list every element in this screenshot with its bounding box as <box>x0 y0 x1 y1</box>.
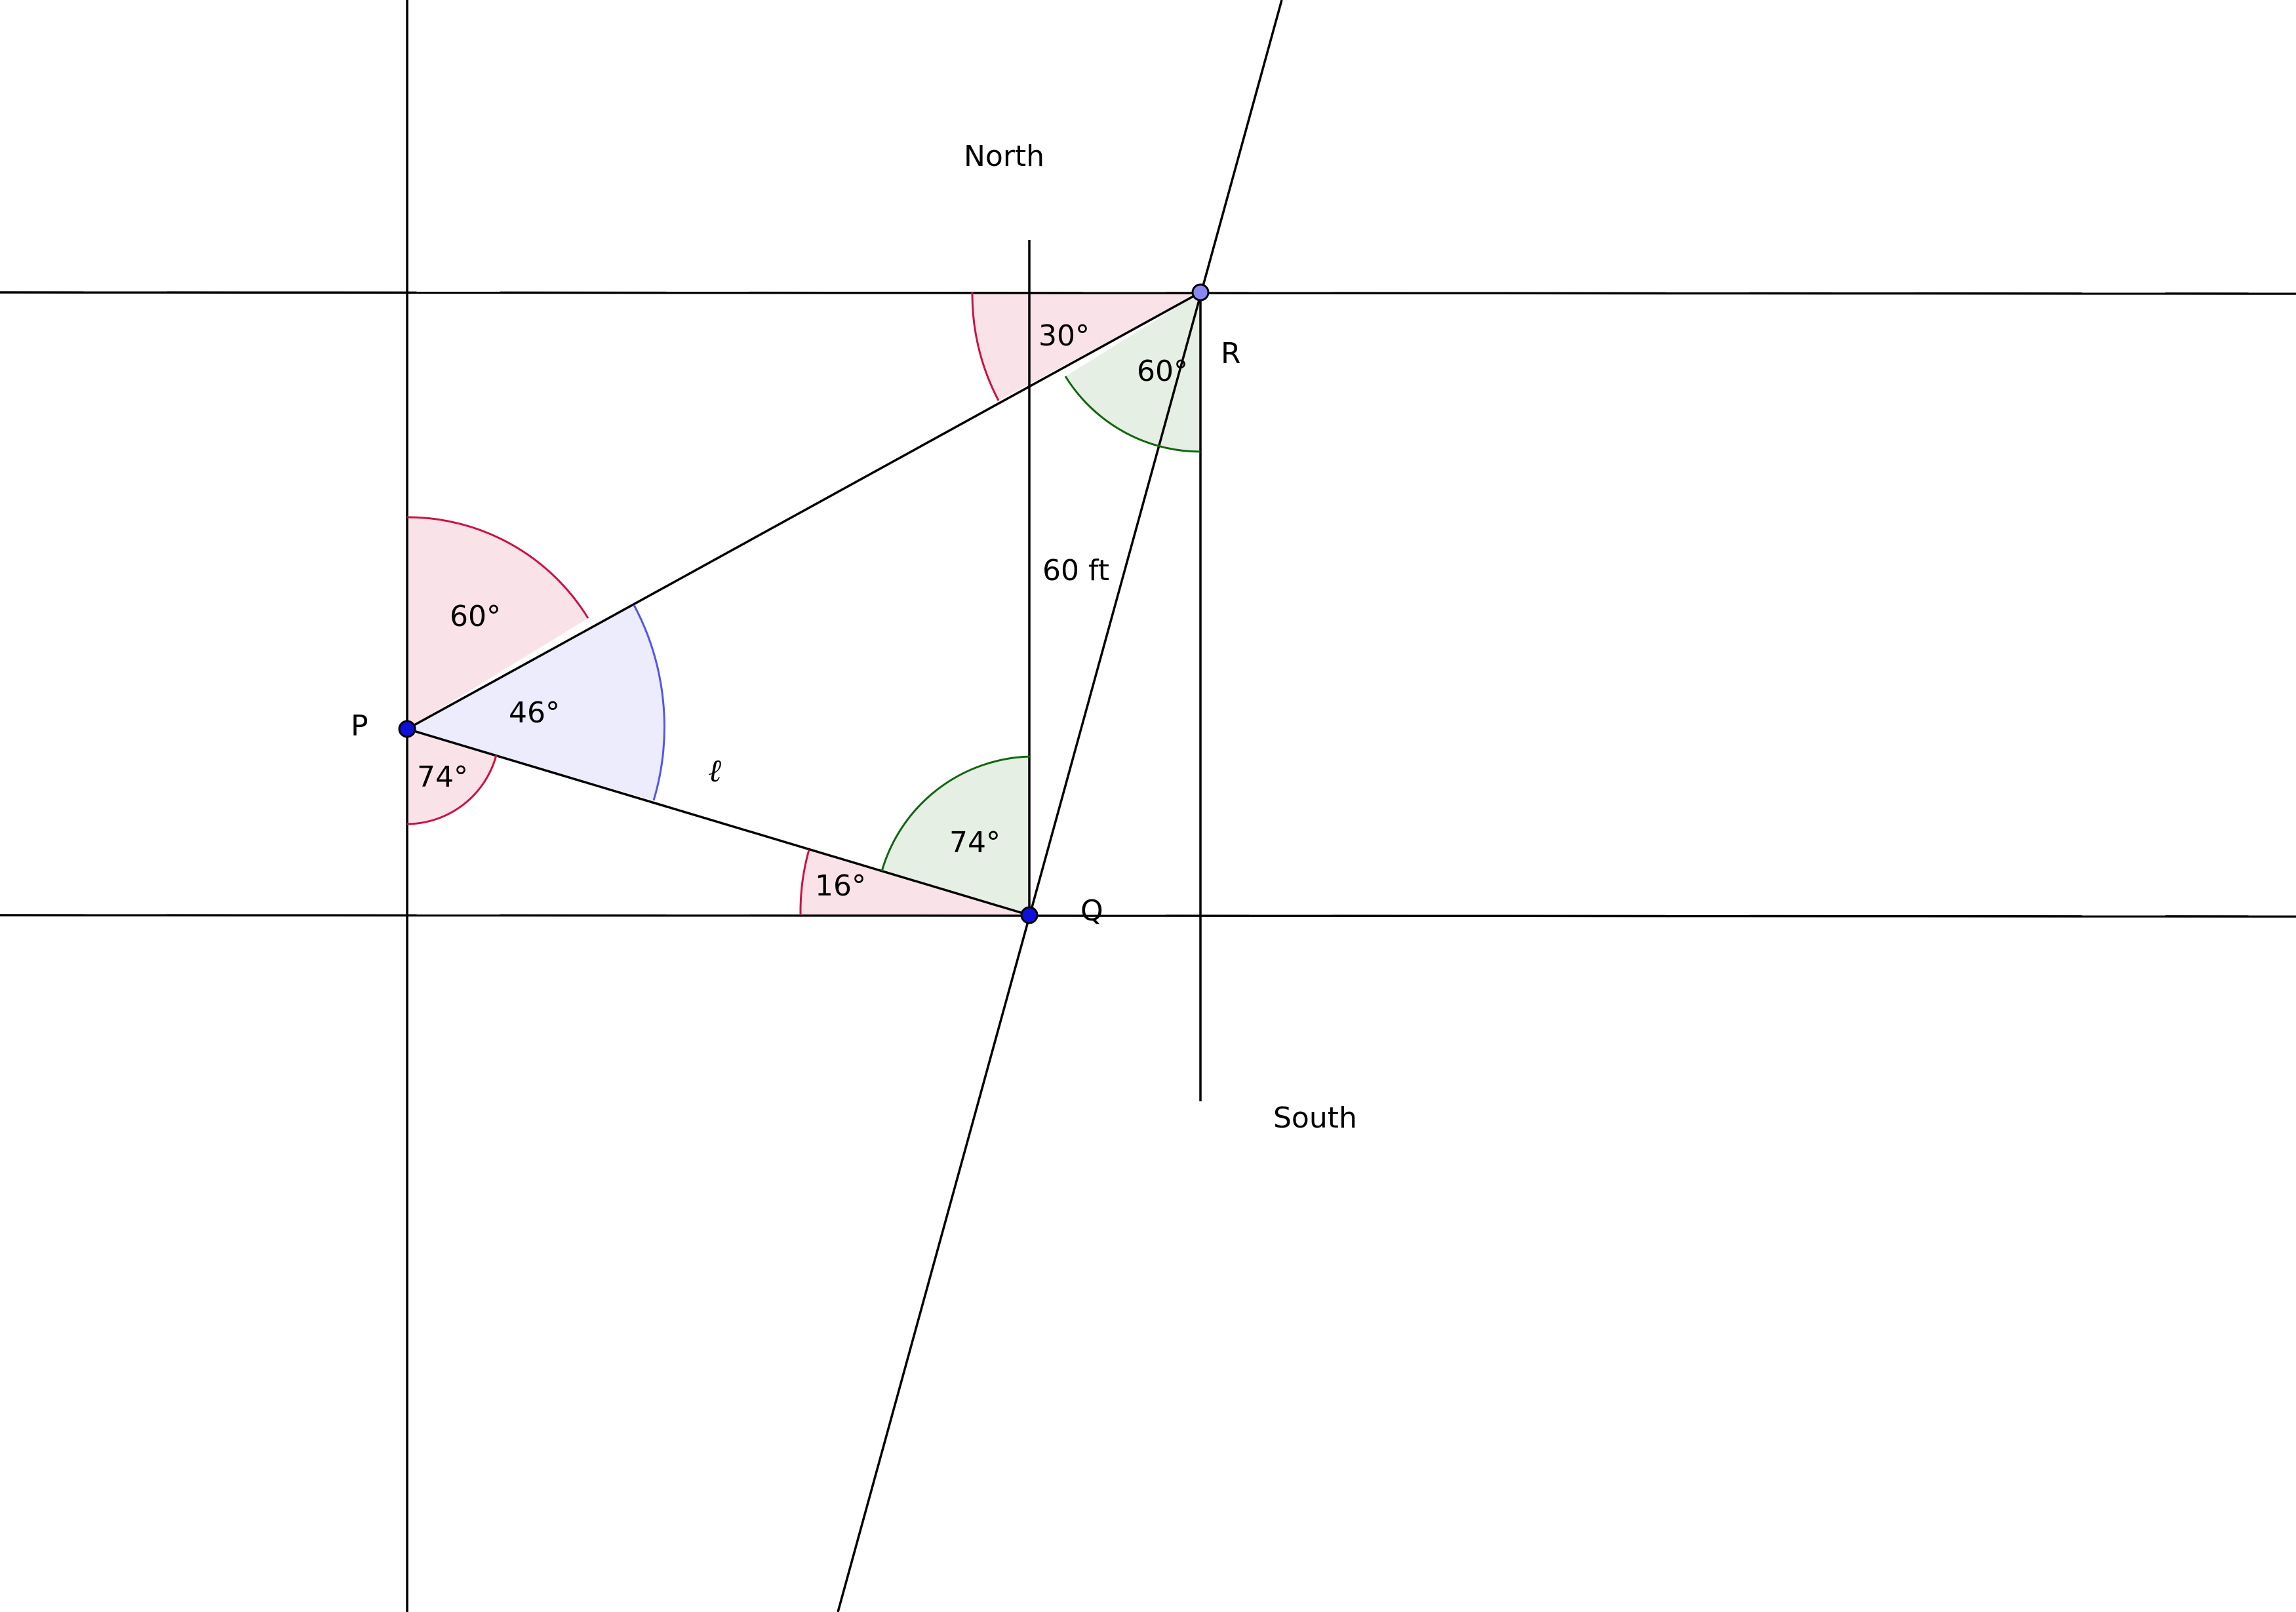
angle-p-top-label: 60° <box>450 600 501 633</box>
angle-q-top-sector <box>882 757 1030 915</box>
horizontal-line-r <box>0 291 2296 295</box>
north-label: North <box>964 140 1044 173</box>
angle-q-left-label: 16° <box>815 869 866 903</box>
angle-p-bottom-label: 74° <box>417 760 468 794</box>
angle-p-middle-label: 46° <box>509 696 560 730</box>
point-r-marker <box>1191 283 1210 302</box>
point-q-label: Q <box>1080 894 1103 928</box>
angle-arcs <box>406 292 1201 916</box>
angle-r-bottom-arc <box>1064 376 1201 453</box>
line-through-q-and-r <box>837 0 1283 1612</box>
angle-r-left-arc <box>971 292 1000 401</box>
angle-p-middle-arc <box>633 604 665 801</box>
angle-p-bottom-arc <box>406 755 498 825</box>
labels: North South P Q R 60 ft ℓ 60° 46° 74° 16… <box>351 140 1357 1135</box>
segment-pq <box>406 728 1030 916</box>
angle-sectors <box>407 292 1200 915</box>
angle-p-middle-sector <box>407 605 665 800</box>
angle-q-left-arc <box>799 849 810 916</box>
point-p-label: P <box>351 709 368 743</box>
point-q-marker <box>1020 906 1039 924</box>
points <box>398 283 1210 924</box>
angle-r-bottom-sector <box>1065 292 1200 452</box>
south-label: South <box>1273 1101 1357 1135</box>
angle-p-top-sector <box>407 517 588 729</box>
line-l-label: ℓ <box>708 753 721 789</box>
point-r-label: R <box>1221 337 1241 370</box>
horizontal-line-q <box>0 914 2296 918</box>
angle-q-top-arc <box>881 755 1031 872</box>
angle-r-bottom-label: 60° <box>1137 355 1188 388</box>
segment-pr <box>406 291 1201 730</box>
angle-p-top-arc <box>406 516 589 619</box>
angle-r-left-label: 30° <box>1039 319 1090 353</box>
distance-label: 60 ft <box>1042 554 1109 587</box>
angle-q-top-label: 74° <box>949 826 1000 859</box>
angle-p-bottom-sector <box>407 729 496 824</box>
point-p-marker <box>398 720 416 738</box>
